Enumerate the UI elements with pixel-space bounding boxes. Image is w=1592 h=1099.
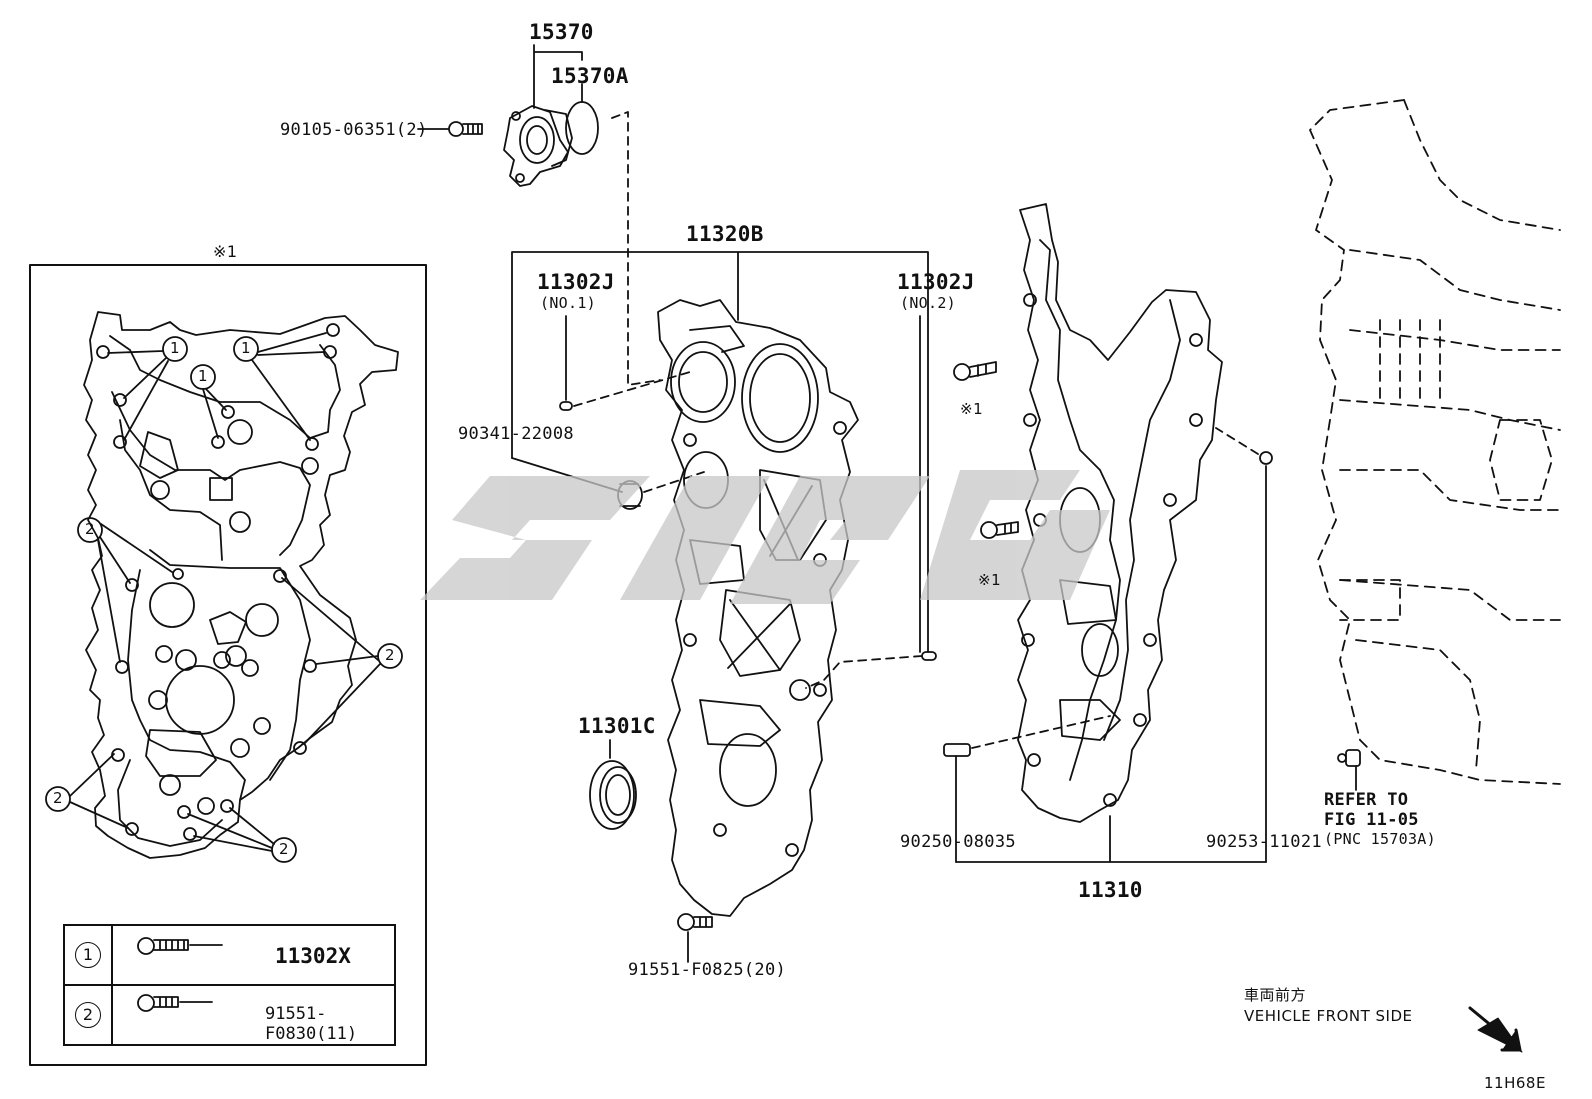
watermark-logo — [420, 470, 1110, 604]
label-15370a: 15370A — [551, 64, 629, 88]
part-90253-pin-drawing — [1259, 451, 1273, 863]
label-11320b: 11320B — [686, 222, 764, 246]
part-11301c-drawing — [589, 739, 637, 830]
leader-15370 — [533, 44, 583, 109]
inset-frame — [29, 264, 427, 1066]
label-15370: 15370 — [529, 20, 594, 44]
label-mark1-upper: ※1 — [960, 400, 984, 418]
part-15370-drawing — [503, 101, 599, 187]
label-91551-f0825: 91551-F0825(20) — [628, 960, 787, 980]
bracket-11320b — [511, 251, 929, 653]
part-11320b-drawing — [657, 299, 859, 917]
legend-row-1: 1 11302X — [63, 924, 396, 986]
label-90341-22008: 90341-22008 — [458, 424, 574, 444]
front-label-jp: 車両前方 — [1244, 986, 1307, 1004]
inset-callout-1b: 1 — [198, 367, 209, 385]
diagram-id: 11H68E — [1484, 1074, 1546, 1092]
dash-11302j-2 — [805, 655, 923, 689]
legend-part-1: 11302X — [275, 944, 351, 968]
dash-90250 — [971, 715, 1111, 749]
engine-block-outline — [1309, 99, 1561, 785]
label-11302j-no1-sub: (NO.1) — [540, 294, 596, 312]
inset-callouts — [45, 332, 403, 863]
inset-callout-2b: 2 — [385, 646, 396, 664]
inset-gasket-drawing — [83, 311, 399, 859]
inset-callout-2a: 2 — [85, 520, 96, 538]
legend-key-1: 1 — [75, 942, 101, 968]
inset-callout-1c: 1 — [241, 339, 252, 357]
part-90250-drawing — [943, 743, 971, 863]
label-90250-08035: 90250-08035 — [900, 832, 1016, 852]
bolt-mark1-upper-drawing — [953, 361, 997, 381]
dash-90253 — [1215, 427, 1259, 455]
refer-line-1: REFER TO — [1324, 790, 1409, 810]
label-11301c: 11301C — [578, 714, 656, 738]
bracket-11310 — [955, 815, 1267, 863]
label-mark1-lower: ※1 — [978, 571, 1002, 589]
refer-line-2: FIG 11-05 — [1324, 810, 1419, 830]
refer-line-3: (PNC 15703A) — [1324, 830, 1436, 848]
part-91551-bolt-drawing — [677, 913, 713, 963]
vehicle-front-arrow-head — [1477, 1017, 1523, 1053]
label-90105-06351: 90105-06351(2) — [280, 120, 428, 140]
inset-bolt-holes — [96, 323, 340, 841]
label-11310: 11310 — [1078, 878, 1143, 902]
inset-marker: ※1 — [213, 242, 238, 261]
inset-callout-1a: 1 — [170, 339, 181, 357]
label-11302j-no1: 11302J — [537, 270, 615, 294]
label-90253-11021: 90253-11021 — [1206, 832, 1322, 852]
inset-callout-2d: 2 — [279, 840, 290, 858]
legend-row-2: 2 91551-F0830(11) — [63, 984, 396, 1046]
inset-callout-2c: 2 — [53, 789, 64, 807]
bolt-mark1-lower-drawing — [980, 521, 1019, 539]
part-refer-15703a-drawing — [1337, 749, 1361, 791]
inset-legend-table: 1 11302X 2 91551-F0830(11) — [63, 924, 396, 1046]
legend-part-2: 91551-F0830(11) — [265, 1004, 358, 1044]
dash-15370-to-cover — [611, 111, 661, 386]
legend-key-2: 2 — [75, 1002, 101, 1028]
part-90105-bolt-drawing — [417, 121, 483, 137]
label-11302j-no2-sub: (NO.2) — [900, 294, 956, 312]
front-label-en: VEHICLE FRONT SIDE — [1244, 1007, 1413, 1025]
label-11302j-no2: 11302J — [897, 270, 975, 294]
dash-90341 — [643, 471, 705, 493]
dash-11302j-1 — [573, 371, 691, 407]
